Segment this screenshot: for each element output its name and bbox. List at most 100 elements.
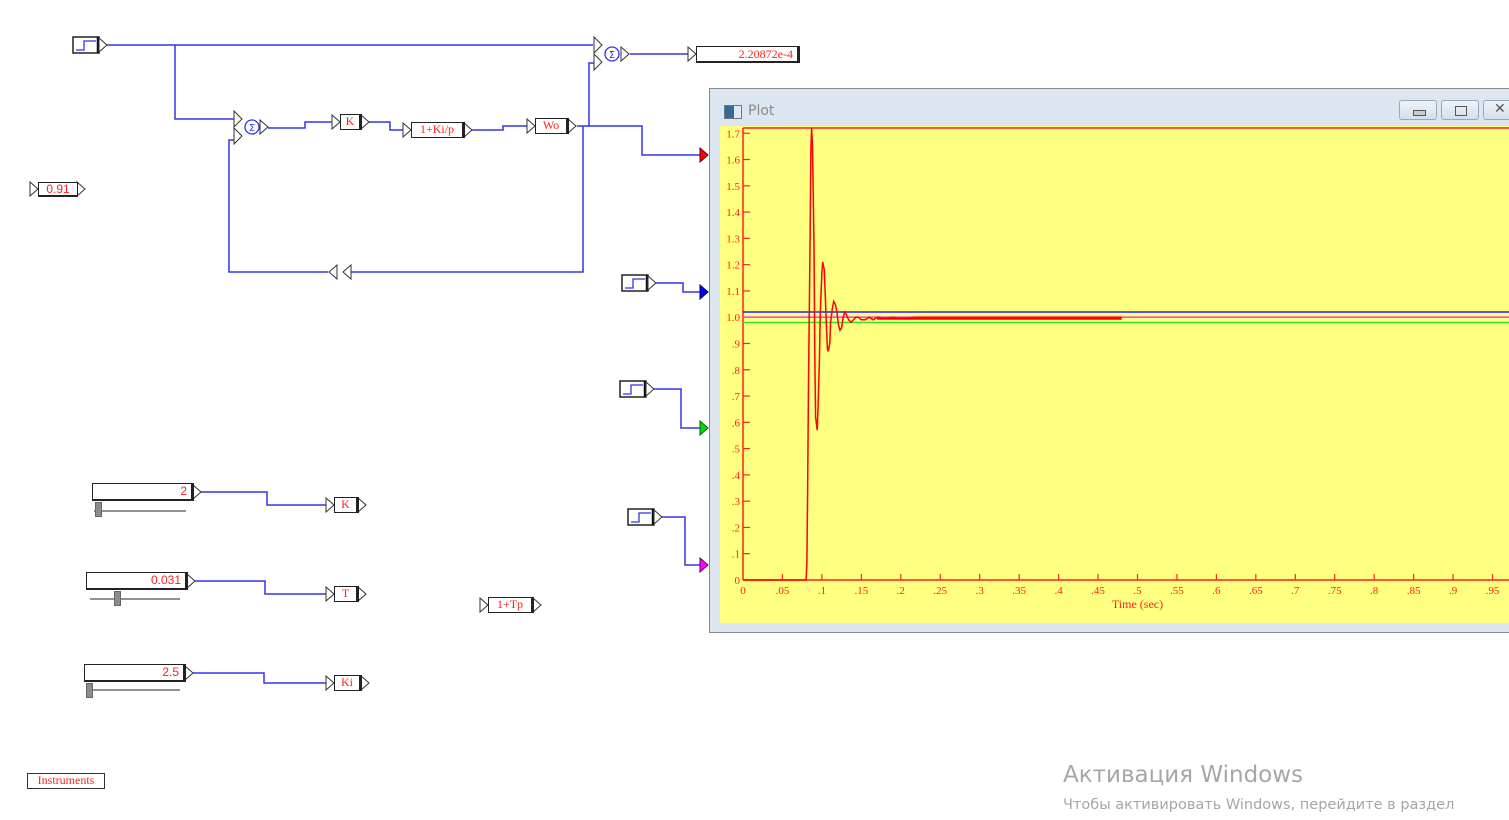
slider-T-value[interactable]: 0.031 [86, 572, 188, 590]
plot-port-magenta [699, 556, 709, 574]
wire-step3-to-plot [654, 388, 700, 429]
param-block-T[interactable]: T [334, 586, 359, 602]
y-tick-label: .4 [732, 470, 741, 482]
x-tick-label: .35 [1012, 585, 1026, 597]
param-block-Ki[interactable]: Ki [334, 675, 362, 691]
wire-step4-to-plot [662, 516, 700, 566]
watermark-title: Активация Windows [1063, 762, 1304, 788]
step-source-magenta[interactable] [627, 508, 663, 526]
display-value: 2.20872e-4 [696, 46, 800, 63]
restore-button[interactable] [1441, 100, 1479, 120]
port-PI-in [402, 121, 412, 139]
x-tick-label: .8 [1370, 585, 1379, 597]
series-response [743, 127, 1122, 581]
wire-sliderKi [193, 672, 326, 684]
x-tick-label: .9 [1449, 585, 1458, 597]
x-tick-label: .5 [1133, 585, 1142, 597]
x-tick-label: .15 [854, 585, 868, 597]
port-lead-out [532, 596, 542, 614]
slider-Ki-value[interactable]: 2.5 [84, 664, 186, 682]
port-K-in [331, 113, 341, 131]
port-display-in [687, 45, 697, 63]
plot-window-title: Plot [748, 103, 775, 119]
pi-controller-block[interactable]: 1+Ki/p [411, 122, 465, 138]
y-tick-label: .5 [732, 444, 741, 456]
wire-step-to-sum1 [174, 45, 235, 120]
wire-PI-to-Wo [472, 125, 527, 131]
wire-sliderK [201, 491, 326, 506]
x-tick-label: .95 [1486, 585, 1500, 597]
x-tick-label: 0 [740, 585, 746, 597]
chart-svg: 0.1.2.3.4.5.6.7.8.91.01.11.21.31.41.51.6… [726, 127, 1509, 611]
step-source-main[interactable] [72, 36, 108, 54]
minimize-button[interactable] [1399, 100, 1437, 120]
x-tick-label: .7 [1291, 585, 1300, 597]
x-tick-label: .75 [1328, 585, 1342, 597]
slider-Ki-thumb[interactable] [86, 683, 93, 698]
y-tick-label: .7 [732, 391, 741, 403]
slider-K-value[interactable]: 2 [92, 483, 194, 501]
x-tick-label: .1 [818, 585, 826, 597]
plot-port-red [699, 146, 709, 164]
port-sliderKi-out [184, 664, 194, 682]
y-tick-label: 1.1 [726, 286, 740, 298]
feedback-arrow-2 [342, 263, 352, 281]
minimize-icon [1413, 110, 1426, 116]
wire-feedback-left [228, 139, 328, 273]
x-tick-label: .65 [1249, 585, 1263, 597]
plot-input-ports [699, 146, 709, 574]
watermark-subtitle: Чтобы активировать Windows, перейдите в … [1063, 797, 1455, 813]
y-tick-label: 1.0 [726, 312, 740, 324]
y-tick-label: 1.2 [726, 260, 740, 272]
step-source-green[interactable] [619, 380, 655, 398]
x-tick-label: .2 [897, 585, 905, 597]
slider-T-thumb[interactable] [114, 591, 121, 606]
wires [107, 44, 700, 684]
y-tick-label: .6 [732, 417, 741, 429]
port-lead-in [479, 596, 489, 614]
lead-block[interactable]: 1+Tp [488, 597, 534, 613]
y-tick-label: .9 [732, 338, 741, 350]
y-tick-label: 1.6 [726, 155, 740, 167]
y-tick-label: .8 [732, 365, 741, 377]
port-const-in [29, 180, 39, 198]
x-axis-label: Time (sec) [1112, 597, 1163, 611]
y-tick-label: 1.3 [726, 233, 740, 245]
x-tick-label: .05 [776, 585, 790, 597]
port-Wo-in [526, 117, 536, 135]
port-Wo-out [567, 117, 577, 135]
close-button[interactable]: ✕ [1483, 100, 1509, 120]
port-paramKi-in [325, 674, 335, 692]
port-K-out [360, 113, 370, 131]
plant-block-Wo[interactable]: Wo [535, 118, 569, 134]
gain-block-K[interactable]: K [340, 114, 362, 130]
wire-sliderT [195, 580, 326, 595]
instruments-button[interactable]: Instruments [27, 773, 105, 789]
param-block-K[interactable]: K [334, 497, 359, 513]
slider-tracks [86, 510, 186, 691]
port-const-out [76, 180, 86, 198]
plot-port-blue [699, 283, 709, 301]
port-PI-out [463, 121, 473, 139]
slider-K-thumb[interactable] [95, 502, 102, 517]
constant-block[interactable]: 0.91 [38, 182, 78, 197]
sum-junction-2[interactable]: Σ [593, 35, 630, 72]
port-paramT-out [357, 585, 367, 603]
y-tick-label: 1.7 [726, 128, 740, 140]
x-tick-label: .85 [1407, 585, 1421, 597]
wire-Wo-to-plot [577, 125, 700, 156]
port-paramT-in [325, 585, 335, 603]
port-sliderK-out [192, 483, 202, 501]
x-tick-label: .55 [1170, 585, 1184, 597]
x-tick-label: .6 [1212, 585, 1221, 597]
plot-port-green [699, 419, 709, 437]
wire-step2-to-plot [656, 282, 700, 293]
step-source-blue[interactable] [621, 274, 657, 292]
port-paramK-in [325, 496, 335, 514]
plot-window-icon [724, 105, 742, 119]
sum-junction-1[interactable]: Σ [233, 109, 269, 146]
y-tick-label: 1.5 [726, 181, 740, 193]
